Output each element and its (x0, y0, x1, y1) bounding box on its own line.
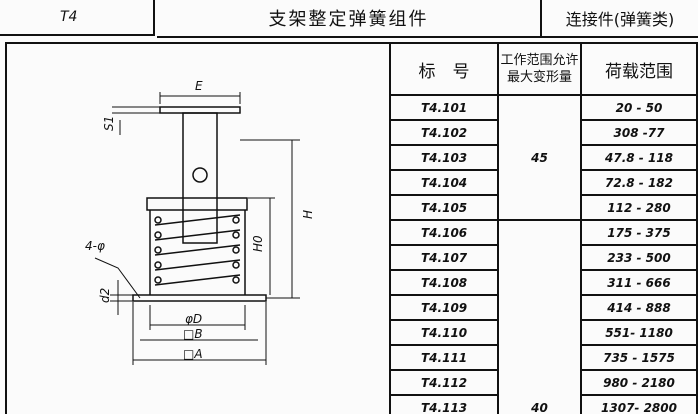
load-range: 414 - 888 (580, 294, 698, 321)
holes-leader (94, 257, 141, 299)
housing (149, 210, 246, 295)
spring-cap (146, 197, 248, 211)
load-range: 20 - 50 (580, 94, 698, 121)
label-holes: 4-φ (85, 239, 105, 253)
table-row: T4.113 1307- 2800 (389, 394, 698, 414)
part-id: T4.102 (389, 119, 499, 146)
table-row: T4.105 112 - 280 (389, 194, 698, 221)
rod (182, 112, 218, 244)
table-row: T4.102 308 -77 (389, 119, 698, 146)
spec-table: 标 号 工作范围允许最大变形量 荷载范围 (389, 42, 698, 96)
header-deformation: 工作范围允许最大变形量 (497, 42, 582, 96)
spring-coils (154, 214, 241, 286)
load-range: 735 - 1575 (580, 344, 698, 371)
part-id: T4.106 (389, 219, 499, 246)
part-id: T4.105 (389, 194, 499, 221)
drawing-code: T4 (0, 0, 155, 36)
load-range: 112 - 280 (580, 194, 698, 221)
label-d2: d2 (98, 288, 112, 303)
drawing-category: 连接件(弹簧类) (542, 0, 698, 38)
load-range: 311 - 666 (580, 269, 698, 296)
part-id: T4.101 (389, 94, 499, 121)
label-H0: H0 (251, 235, 265, 252)
load-range: 980 - 2180 (580, 369, 698, 396)
top-plate (159, 106, 241, 114)
label-E: E (195, 79, 203, 93)
dim-H0 (248, 197, 275, 295)
table-row: T4.109 414 - 888 (389, 294, 698, 321)
part-id: T4.109 (389, 294, 499, 321)
table-row: T4.112 980 - 2180 (389, 369, 698, 396)
part-id: T4.110 (389, 319, 499, 346)
table-row: T4.104 72.8 - 182 (389, 169, 698, 196)
base-plate (132, 294, 267, 302)
part-id: T4.111 (389, 344, 499, 371)
part-id: T4.113 (389, 394, 499, 414)
load-range: 47.8 - 118 (580, 144, 698, 171)
load-range: 233 - 500 (580, 244, 698, 271)
header-id: 标 号 (389, 42, 499, 96)
part-id: T4.112 (389, 369, 499, 396)
table-row: T4.107 233 - 500 (389, 244, 698, 271)
table-row: T4.108 311 - 666 (389, 269, 698, 296)
load-range: 308 -77 (580, 119, 698, 146)
label-B: □B (183, 327, 203, 341)
spring-assembly-drawing: E S1 H H0 4-φ d2 φD □B □A (85, 79, 315, 365)
table-row: T4.103 47.8 - 118 (389, 144, 698, 171)
deformation-cell: 40 (497, 219, 582, 414)
drawing-title: 支架整定弹簧组件 (157, 0, 542, 38)
drawing-frame (5, 42, 698, 414)
deformation-cell: 45 (497, 94, 582, 221)
dim-D (149, 305, 246, 330)
label-S1: S1 (102, 116, 116, 131)
part-id: T4.107 (389, 244, 499, 271)
dim-H (240, 139, 300, 299)
dim-d2 (110, 280, 133, 315)
label-D: φD (185, 312, 202, 326)
header-load: 荷载范围 (580, 42, 698, 96)
label-H: H (301, 210, 315, 219)
load-range: 72.8 - 182 (580, 169, 698, 196)
dim-E (159, 92, 241, 104)
load-range: 175 - 375 (580, 219, 698, 246)
part-id: T4.104 (389, 169, 499, 196)
pin-hole (192, 167, 208, 183)
dim-S1 (112, 106, 160, 135)
dim-A-B (132, 302, 267, 365)
load-range: 551- 1180 (580, 319, 698, 346)
table-row: T4.110 551- 1180 (389, 319, 698, 346)
table-row: T4.111 735 - 1575 (389, 344, 698, 371)
load-range: 1307- 2800 (580, 394, 698, 414)
label-A: □A (183, 347, 203, 361)
part-id: T4.103 (389, 144, 499, 171)
part-id: T4.108 (389, 269, 499, 296)
